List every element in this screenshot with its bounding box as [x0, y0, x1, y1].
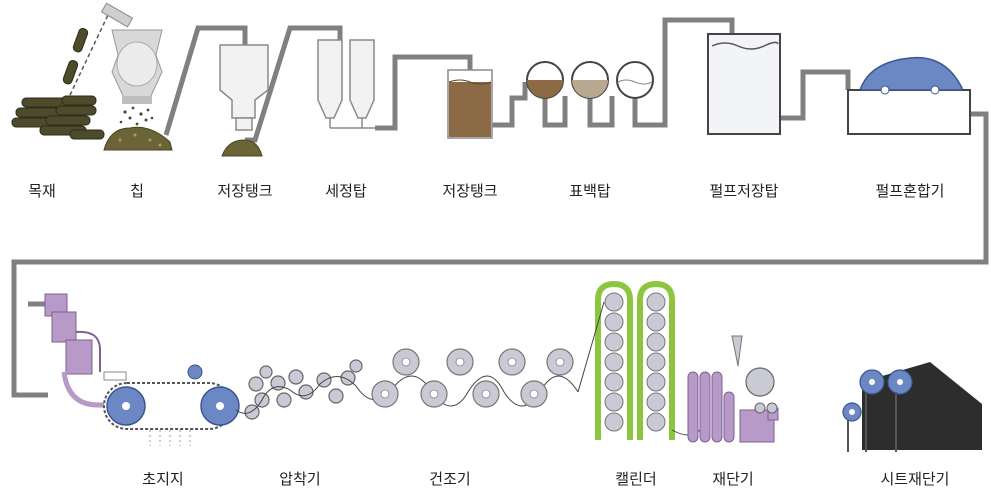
calender-stack [577, 280, 675, 440]
label-washing-tower: 세정탑 [325, 182, 367, 200]
label-calender: 캘린더 [615, 470, 656, 488]
bleaching-towers [526, 61, 654, 99]
label-cutter: 재단기 [712, 470, 753, 488]
label-wood: 목재 [28, 182, 56, 200]
storage-tank-2 [447, 69, 493, 139]
label-bleaching-tower: 표백탑 [569, 182, 611, 200]
label-chip: 칩 [130, 182, 144, 200]
process-pipe [11, 17, 989, 398]
label-sheet-cutter: 시트재단기 [880, 470, 949, 488]
label-storage-tank-2: 저장탱크 [442, 182, 497, 200]
label-pulp-mixer: 펄프혼합기 [875, 182, 944, 200]
dryer-cylinders [355, 348, 579, 408]
storage-tank-1 [219, 44, 269, 157]
pulp-mixer [847, 56, 971, 135]
label-pulp-storage-tower: 펄프저장탑 [709, 182, 778, 200]
cutter-machine [671, 335, 779, 443]
pulp-storage-tower [707, 33, 781, 135]
label-paper-machine: 초지지 [142, 470, 183, 488]
paper-machine [44, 293, 240, 446]
chipper-machine [100, 2, 173, 151]
washing-tower [317, 39, 375, 129]
press-rollers [235, 359, 363, 420]
wood-logs [11, 14, 109, 140]
label-press: 압착기 [279, 470, 320, 488]
label-storage-tank-1: 저장탱크 [217, 182, 272, 200]
sheet-cutter [842, 362, 982, 452]
label-dryer: 건조기 [429, 470, 470, 488]
